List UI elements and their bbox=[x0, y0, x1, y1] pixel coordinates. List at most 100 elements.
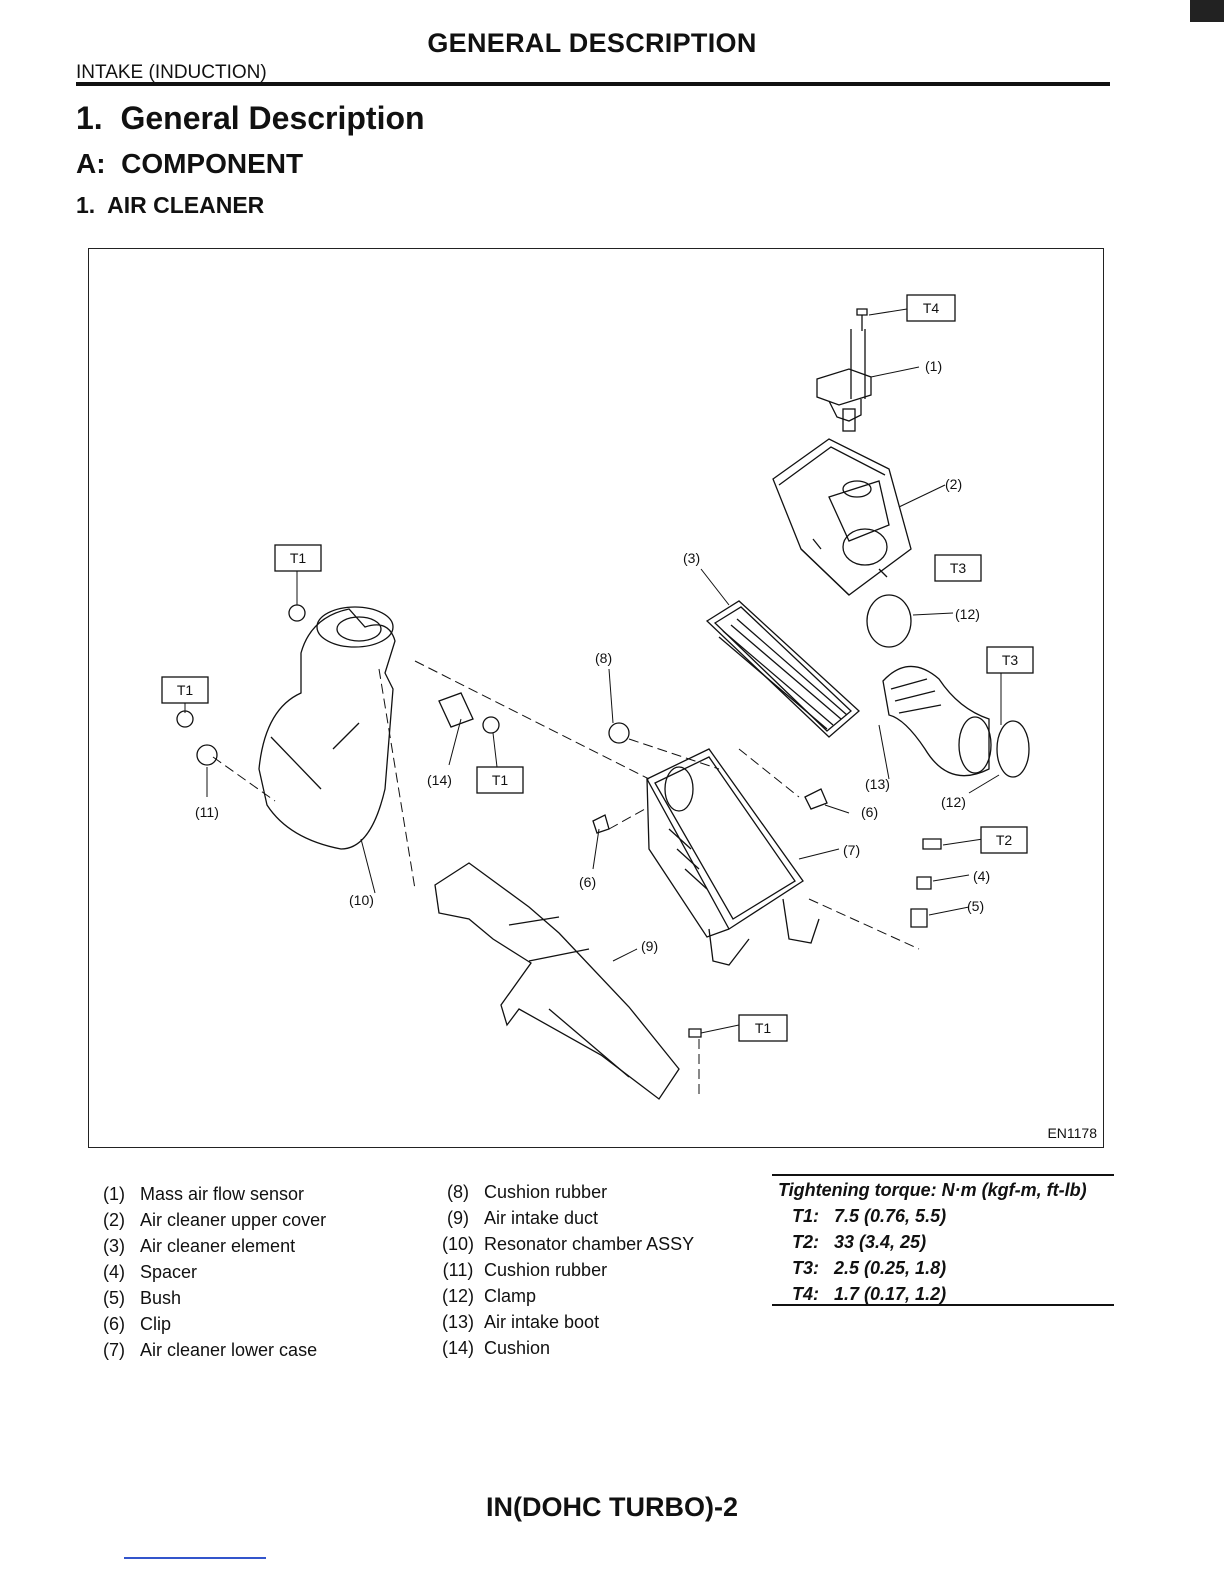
clamp-lower-part bbox=[996, 720, 1030, 778]
bolt-t2-part bbox=[922, 838, 942, 850]
callout-3: (3) bbox=[683, 550, 700, 566]
callout-12-upper: (12) bbox=[955, 606, 980, 622]
footer-link-underline bbox=[124, 1557, 266, 1559]
legend-number: (2) bbox=[103, 1210, 125, 1230]
clip-right-part bbox=[804, 788, 828, 810]
legend-label: Clamp bbox=[484, 1286, 537, 1306]
torque-box-t1-resonator: T1 bbox=[290, 550, 307, 566]
heading-air-cleaner: 1. AIR CLEANER bbox=[76, 192, 265, 218]
callout-4: (4) bbox=[973, 868, 990, 884]
nut-t1-left-part bbox=[176, 710, 194, 728]
legend-number: (13) bbox=[441, 1312, 474, 1332]
torque-box-t3-lower: T3 bbox=[1002, 652, 1019, 668]
torque-row: T2: 33 (3.4, 25) bbox=[792, 1232, 926, 1253]
legend-label: Clip bbox=[140, 1314, 172, 1334]
legend-label: Spacer bbox=[140, 1262, 198, 1282]
air-cleaner-diagram: T4 T3 T3 T1 T1 T1 T2 T1 (1) (2) (3) (8) … bbox=[161, 294, 1034, 1100]
legend-number: (8) bbox=[447, 1182, 469, 1202]
legend-label: Air intake duct bbox=[484, 1208, 599, 1228]
callout-11: (11) bbox=[195, 804, 219, 820]
exploded-view-figure: T4 T3 T3 T1 T1 T1 T2 T1 (1) (2) (3) (8) … bbox=[88, 248, 1104, 1148]
callout-6-left: (6) bbox=[579, 874, 596, 890]
torque-box-t4: T4 bbox=[923, 300, 940, 316]
torque-row: T1: 7.5 (0.76, 5.5) bbox=[792, 1206, 946, 1227]
torque-box-t1-left: T1 bbox=[177, 682, 194, 698]
torque-heading: Tightening torque: N·m (kgf-m, ft-lb) bbox=[778, 1180, 1087, 1200]
legend-label: Air cleaner upper cover bbox=[140, 1210, 327, 1230]
callout-10: (10) bbox=[349, 892, 374, 908]
heading-component: A: COMPONENT bbox=[76, 148, 304, 179]
legend-number: (7) bbox=[103, 1340, 125, 1360]
legend-label: Bush bbox=[140, 1288, 182, 1308]
spacer-part bbox=[916, 876, 932, 890]
figure-code: EN1178 bbox=[1047, 1125, 1097, 1141]
legend-number: (9) bbox=[447, 1208, 469, 1228]
legend-column-1: (1) Mass air flow sensor (2) Air cleaner u… bbox=[92, 1184, 412, 1374]
torque-key: T4: bbox=[792, 1284, 819, 1304]
page-footer: IN(DOHC TURBO)-2 bbox=[486, 1492, 738, 1522]
legend-number: (4) bbox=[103, 1262, 125, 1282]
torque-row: T4: 1.7 (0.17, 1.2) bbox=[792, 1284, 946, 1305]
scan-corner-mark bbox=[1190, 0, 1224, 22]
cushion-rubber-8-part bbox=[608, 722, 630, 744]
legend-number: (5) bbox=[103, 1288, 125, 1308]
legend-number: (6) bbox=[103, 1314, 125, 1334]
legend-column-2: (8) Cushion rubber (9) Air intake duct (10… bbox=[436, 1182, 756, 1372]
torque-row: T3: 2.5 (0.25, 1.8) bbox=[792, 1258, 946, 1279]
legend-label: Air intake boot bbox=[484, 1312, 600, 1332]
torque-value: 33 (3.4, 25) bbox=[834, 1232, 927, 1252]
air-cleaner-element-part bbox=[705, 600, 860, 738]
bolt-t1-lower-part bbox=[688, 1028, 702, 1038]
legend-number: (3) bbox=[103, 1236, 125, 1256]
legend-number: (1) bbox=[103, 1184, 125, 1204]
mass-air-flow-sensor-part bbox=[816, 308, 872, 432]
callout-5: (5) bbox=[967, 898, 984, 914]
bush-part bbox=[910, 908, 928, 928]
callout-9: (9) bbox=[641, 938, 658, 954]
legend-label: Cushion rubber bbox=[484, 1182, 608, 1202]
callout-12-lower: (12) bbox=[941, 794, 966, 810]
legend-label: Cushion bbox=[484, 1338, 551, 1358]
torque-value: 7.5 (0.76, 5.5) bbox=[834, 1206, 947, 1226]
nut-t1-upper-part bbox=[288, 604, 306, 622]
clip-left-part bbox=[592, 814, 610, 834]
torque-key: T1: bbox=[792, 1206, 819, 1226]
legend-number: (11) bbox=[442, 1260, 474, 1280]
legend-number: (14) bbox=[441, 1338, 474, 1358]
legend-number: (12) bbox=[441, 1286, 474, 1306]
air-cleaner-lower-case-part bbox=[646, 748, 820, 966]
legend-label: Resonator chamber ASSY bbox=[484, 1234, 695, 1254]
callout-8: (8) bbox=[595, 650, 612, 666]
callout-13: (13) bbox=[865, 776, 890, 792]
nut-cushion-part bbox=[482, 716, 500, 734]
torque-value: 2.5 (0.25, 1.8) bbox=[834, 1258, 947, 1278]
legend-label: Air cleaner lower case bbox=[140, 1340, 318, 1360]
air-cleaner-upper-cover-part bbox=[772, 438, 912, 596]
air-intake-duct-part bbox=[434, 862, 680, 1100]
torque-top-rule bbox=[772, 1174, 1114, 1176]
torque-box-t2: T2 bbox=[996, 832, 1013, 848]
callout-1: (1) bbox=[925, 358, 942, 374]
callout-6-right: (6) bbox=[861, 804, 878, 820]
torque-key: T3: bbox=[792, 1258, 819, 1278]
legend-label: Cushion rubber bbox=[484, 1260, 608, 1280]
clamp-upper-part bbox=[866, 594, 912, 648]
legend-number: (10) bbox=[441, 1234, 474, 1254]
cushion-14-part bbox=[438, 692, 474, 728]
header-title: GENERAL DESCRIPTION bbox=[427, 28, 757, 58]
torque-bottom-rule bbox=[772, 1304, 1114, 1306]
torque-key: T2: bbox=[792, 1232, 819, 1252]
resonator-chamber-part bbox=[258, 606, 396, 850]
header-rule bbox=[76, 82, 1110, 86]
air-intake-boot-part bbox=[882, 665, 992, 777]
header-section: INTAKE (INDUCTION) bbox=[76, 62, 267, 83]
legend-label: Air cleaner element bbox=[140, 1236, 296, 1256]
callout-2: (2) bbox=[945, 476, 962, 492]
torque-box-t1-duct: T1 bbox=[755, 1020, 772, 1036]
legend-label: Mass air flow sensor bbox=[140, 1184, 305, 1204]
torque-value: 1.7 (0.17, 1.2) bbox=[834, 1284, 947, 1304]
callout-14: (14) bbox=[427, 772, 452, 788]
heading-general-description: 1. General Description bbox=[76, 100, 425, 136]
torque-box-t3-upper: T3 bbox=[950, 560, 967, 576]
cushion-rubber-11-part bbox=[196, 744, 218, 766]
